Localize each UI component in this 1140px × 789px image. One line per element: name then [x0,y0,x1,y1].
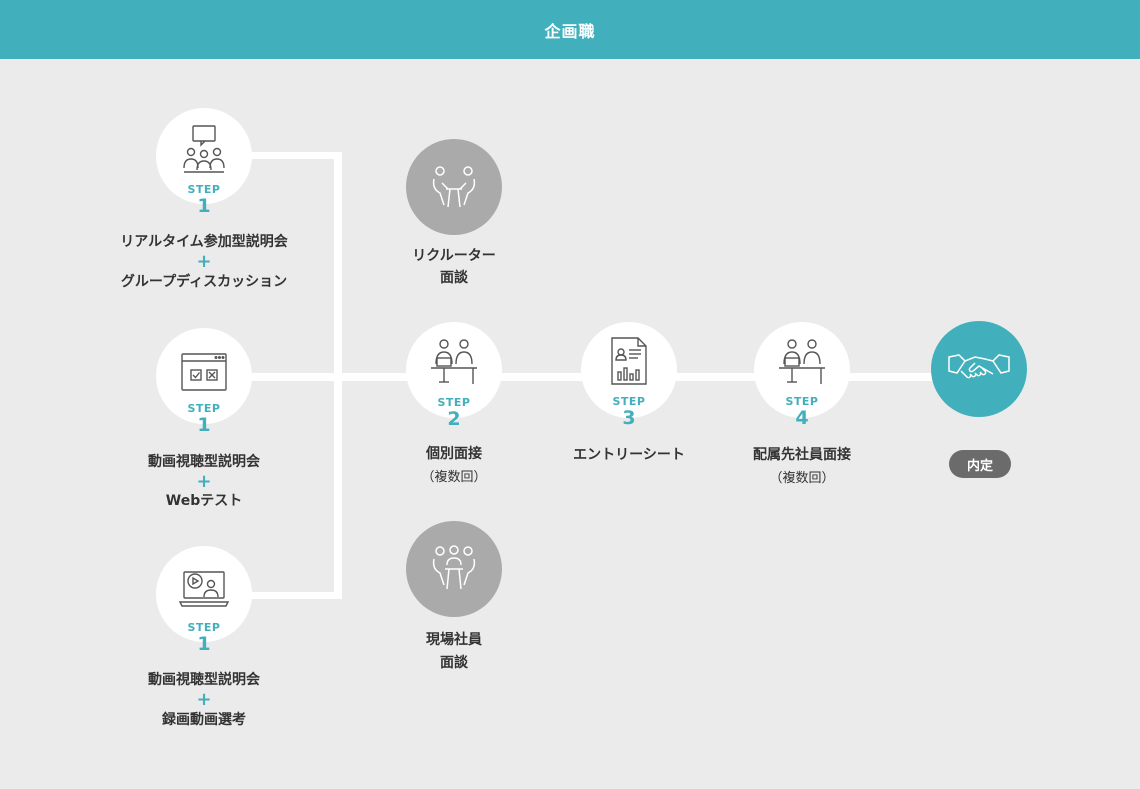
interview-icon [779,339,825,384]
step2-interview-title: 個別面接 [426,446,482,462]
step-number: 1 [197,195,211,217]
step1-group-discussion-title: グループディスカッション [120,274,288,290]
step1-video-title: 動画視聴型説明会 [148,672,260,688]
staff-meeting-title: 現場社員 [426,632,482,648]
step-label: STEP [187,183,221,196]
plus-sign: + [196,251,212,272]
plus-sign: + [196,471,212,492]
step-number: 1 [197,633,211,655]
step3-entry-sheet-title: エントリーシート [573,447,685,463]
step1-recording-title: 録画動画選考 [162,712,246,728]
video-laptop-icon [178,571,230,607]
step-label: STEP [437,396,471,409]
step-label: STEP [187,621,221,634]
step3-entry-sheet-circle: STEP 3 [581,322,677,429]
group-discussion-icon [183,125,225,173]
step2-interview-circle: STEP 2 [406,322,502,430]
group-meeting-icon [432,545,476,590]
staff-meeting-subtitle: 面談 [440,655,468,671]
offer-badge: 内定 [949,450,1011,478]
step-number: 2 [447,408,461,430]
page-title: 企画職 [0,0,1140,59]
step1-webtest-title: Webテスト [165,493,243,509]
step-label: STEP [187,402,221,415]
step1-realtime-circle: STEP 1 [156,108,252,217]
step4-interview-title: 配属先社員面接 [753,447,851,463]
browser-checklist-icon [181,353,227,391]
interview-icon [431,339,477,384]
meeting-icon [432,166,476,208]
document-icon [611,337,647,385]
step2-interview-note: （複数回） [421,470,487,485]
step1-video-web-circle: STEP 1 [156,328,252,436]
step-number: 4 [795,407,809,429]
step1-video-title: 動画視聴型説明会 [148,454,260,470]
step4-interview-circle: STEP 4 [754,322,850,429]
connector-step1a [248,152,342,159]
step-number: 3 [622,407,636,429]
connector-step1c [248,592,342,599]
step-label: STEP [785,395,819,408]
staff-meeting-circle [406,521,502,617]
handshake-icon [948,354,1010,379]
step4-interview-note: （複数回） [769,471,835,486]
step1-realtime-title: リアルタイム参加型説明会 [120,234,288,250]
recruiter-meeting-circle [406,139,502,235]
step1-video-recording-circle: STEP 1 [156,546,252,655]
offer-circle [931,321,1027,417]
step-label: STEP [612,395,646,408]
plus-sign: + [196,689,212,710]
recruiter-meeting-subtitle: 面談 [440,270,468,286]
step-number: 1 [197,414,211,436]
recruiter-meeting-title: リクルーター [412,248,496,264]
